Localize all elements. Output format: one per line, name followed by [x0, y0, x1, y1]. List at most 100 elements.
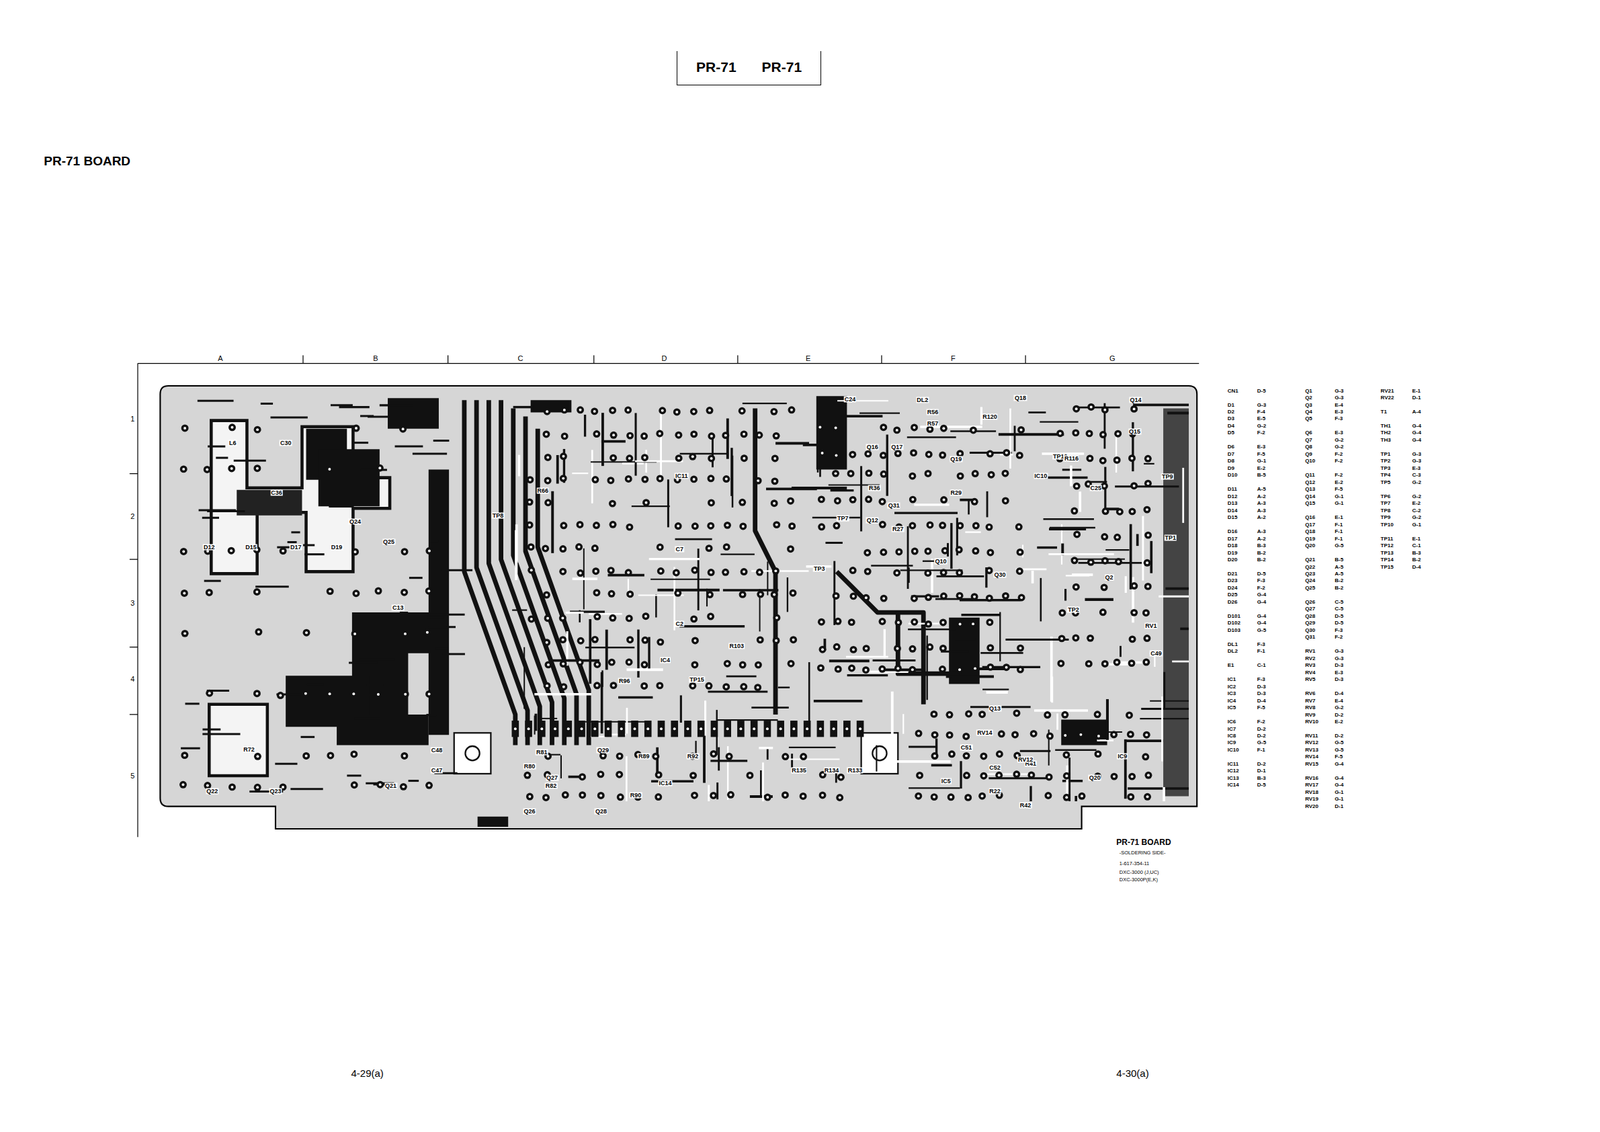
pcb-shape	[530, 399, 572, 412]
solder-pad	[924, 620, 933, 628]
pcb-trace	[601, 669, 603, 687]
pad-hole	[1145, 660, 1148, 664]
table-ref: TP9	[1380, 514, 1392, 521]
solder-pad	[1128, 454, 1136, 462]
pcb-trace	[907, 526, 910, 589]
pad-hole	[1014, 733, 1017, 736]
pad-hole	[1097, 734, 1101, 738]
solder-pad	[850, 645, 858, 654]
table-ref: RV19	[1304, 796, 1319, 802]
table-ref: Q18	[1304, 528, 1316, 535]
solder-pad	[834, 617, 842, 625]
pad-hole	[821, 773, 824, 777]
part-label: IC11	[674, 472, 689, 479]
table-ref: RV1	[1304, 648, 1316, 654]
mounting-holes	[454, 732, 899, 827]
table-location: E-2	[1412, 500, 1421, 507]
pad-hole	[1130, 456, 1134, 460]
solder-pad	[788, 522, 796, 530]
connector-pad	[617, 720, 625, 737]
table-ref: IC1	[1227, 676, 1236, 683]
table-location: D-1	[1412, 395, 1422, 401]
solder-pad	[351, 629, 359, 638]
table-ref: Q12	[1304, 479, 1316, 486]
part-label: C2	[675, 620, 685, 627]
solder-pad	[909, 495, 917, 504]
solder-pad	[544, 660, 552, 668]
pcb-trace	[1014, 425, 1017, 451]
table-ref: TP13	[1380, 550, 1394, 556]
solder-pad	[1072, 405, 1080, 413]
solder-pad	[352, 424, 361, 433]
table-ref: IC5	[1227, 704, 1236, 711]
table-location: C-1	[1412, 542, 1422, 549]
pad-hole	[379, 782, 382, 786]
solder-pad	[610, 431, 618, 439]
pcb-trace	[650, 578, 711, 580]
pad-hole	[913, 620, 916, 623]
pad-hole	[725, 661, 729, 665]
solder-pad	[964, 710, 973, 718]
table-ref: TH2	[1380, 430, 1392, 436]
pad-hole	[710, 434, 713, 438]
pad-hole	[858, 727, 862, 730]
part-label: TP2	[1067, 606, 1080, 613]
solder-pad	[925, 643, 934, 651]
pcb-trace	[303, 543, 315, 546]
pad-hole	[376, 692, 380, 696]
solder-pad	[879, 423, 888, 431]
solder-pad	[625, 614, 634, 622]
pad-hole	[967, 712, 971, 715]
pad-hole	[628, 456, 631, 460]
connector-pad	[657, 720, 666, 737]
pcb-trace	[1048, 553, 1114, 556]
solder-pad	[910, 618, 918, 626]
pad-hole	[864, 596, 868, 599]
solder-pad	[625, 454, 634, 462]
grid-number: 3	[130, 598, 135, 608]
table-ref: D3	[1227, 415, 1235, 422]
solder-pad	[526, 475, 534, 484]
table-ref: Q21	[1304, 557, 1316, 563]
pcb-trace	[986, 690, 1008, 694]
pad-hole	[1088, 456, 1092, 460]
pcb-trace	[766, 487, 818, 491]
pcb-trace	[717, 747, 720, 771]
table-location: G-2	[1257, 423, 1267, 429]
part-label: R27	[891, 525, 905, 532]
pad-hole	[709, 501, 713, 504]
pad-hole	[562, 524, 566, 527]
solder-pad	[1130, 405, 1138, 413]
solder-pad	[351, 548, 359, 556]
pcb-trace	[1158, 595, 1189, 598]
solder-pad	[755, 568, 764, 576]
pcb-trace	[817, 413, 820, 473]
connector-pad	[564, 720, 572, 737]
pcb-trace	[808, 661, 811, 727]
table-location: D-3	[1257, 684, 1267, 690]
solder-pad	[739, 682, 748, 691]
table-location: D-2	[1334, 712, 1344, 718]
pad-hole	[657, 773, 660, 777]
solder-pad	[1143, 634, 1151, 642]
table-location: F-2	[1257, 585, 1266, 591]
pad-hole	[852, 594, 855, 598]
pad-hole	[1145, 561, 1149, 564]
pad-hole	[791, 591, 795, 595]
solder-pad	[938, 665, 947, 673]
pcb-trace	[330, 403, 353, 406]
solder-pad	[956, 620, 964, 628]
pcb-trace	[954, 637, 976, 640]
solder-pad	[641, 660, 649, 668]
solder-pad	[817, 495, 826, 503]
pcb-trace	[1149, 700, 1189, 702]
pad-hole	[628, 434, 632, 437]
pad-hole	[911, 524, 914, 527]
table-ref: D15	[1227, 514, 1238, 521]
pcb-trace	[1165, 587, 1189, 591]
solder-pad	[740, 567, 748, 576]
table-ref: Q11	[1304, 472, 1316, 478]
solder-pad	[723, 521, 732, 529]
pad-hole	[964, 753, 968, 757]
pcb-trace	[1125, 739, 1164, 742]
